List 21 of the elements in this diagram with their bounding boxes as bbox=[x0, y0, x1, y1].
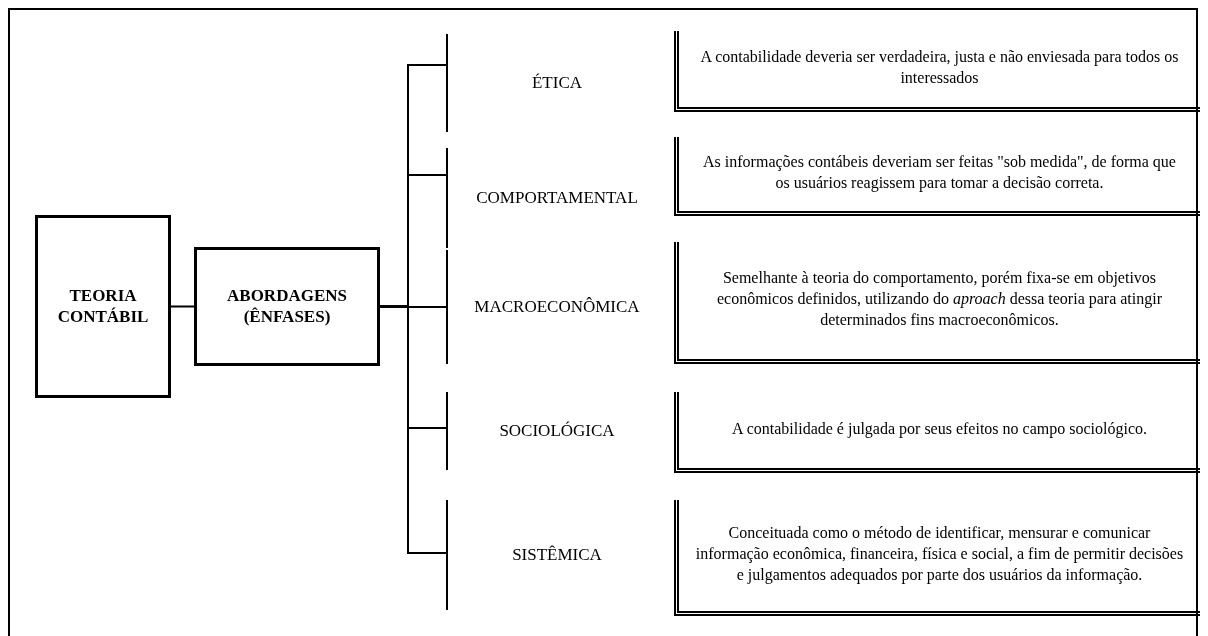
description-box bbox=[674, 242, 1200, 364]
category-text: SOCIOLÓGICA bbox=[499, 421, 615, 441]
category-text: ÉTICA bbox=[531, 73, 582, 93]
description-text: Semelhante à teoria do comportamento, porém fixa-se em objetivos econômicos definidos, utilizando do aproach dessa teoria para atingir determinados fins macroeconômicos. bbox=[715, 268, 1164, 330]
description-box bbox=[674, 137, 1200, 216]
description-text: Conceituada como o método de identificar, mensurar e comunicar informação econômica, financeira, física e social, a fim de permitir decisões e julgamentos adequados por parte dos usuários da informação. bbox=[695, 523, 1184, 586]
box-title: TEORIA CONTÁBIL bbox=[56, 286, 150, 327]
description-box bbox=[674, 31, 1200, 112]
description-text: As informações contábeis deveriam ser feitas "sob medida", de forma que os usuários reagissem para tomar a decisão correta. bbox=[702, 152, 1177, 194]
description-text: A contabilidade deveria ser verdadeira, justa e não enviesada para todos os interessados bbox=[699, 47, 1180, 88]
category-text: COMPORTAMENTAL bbox=[476, 188, 638, 208]
concept-box bbox=[35, 215, 171, 398]
concept-box bbox=[194, 247, 380, 366]
category-text: MACROECONÔMICA bbox=[474, 297, 640, 317]
connector-line bbox=[170, 305, 195, 308]
description-box bbox=[674, 392, 1200, 473]
connector-line bbox=[379, 305, 447, 554]
description-text: A contabilidade é julgada por seus efeitos no campo sociológico. bbox=[732, 418, 1147, 440]
description-box bbox=[674, 500, 1200, 616]
category-text: SISTÊMICA bbox=[512, 545, 602, 565]
box-title: ABORDAGENS (ÊNFASES) bbox=[226, 286, 348, 327]
